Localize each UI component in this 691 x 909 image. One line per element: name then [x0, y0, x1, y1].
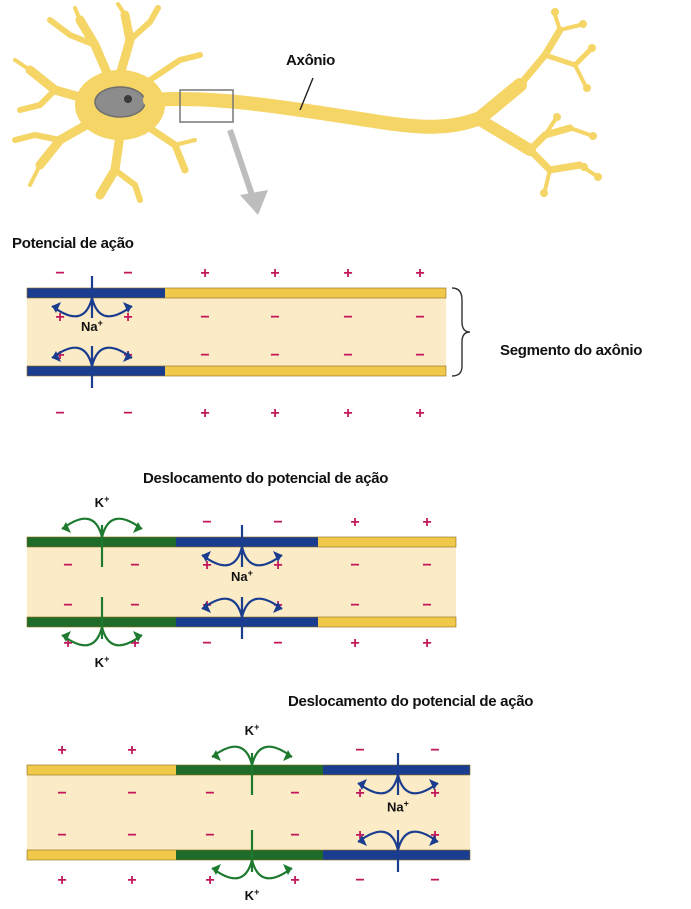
segment-brace [452, 288, 470, 376]
panel3-charge-20: + [290, 872, 299, 889]
panel1-charge-9: − [200, 309, 209, 326]
panel3-charge-12: − [127, 827, 136, 844]
panel2-k-label-top-1: K+ [95, 494, 110, 510]
panel3-charge-14: − [290, 827, 299, 844]
panel3-charge-1: + [57, 742, 66, 759]
panel2-membrane-top-3 [318, 537, 456, 547]
panel1-charge-11: − [343, 309, 352, 326]
panel2-membrane-bottom-2 [176, 617, 318, 627]
panel1-title: Potencial de ação [12, 235, 134, 252]
panel1-charge-5: + [343, 265, 352, 282]
panel2-charge-11: − [63, 597, 72, 614]
panel2-charge-5: − [63, 557, 72, 574]
panel3-charge-6: − [127, 785, 136, 802]
panel3-charge-21: − [355, 872, 364, 889]
panel3-k-label-bottom-1: K+ [245, 887, 260, 903]
panel1-charge-6: + [415, 265, 424, 282]
panel2-charge-16: − [422, 597, 431, 614]
panel2-charge-1: − [202, 514, 211, 531]
panel1-charge-24: + [415, 405, 424, 422]
panel1-charge-23: + [343, 405, 352, 422]
panel1-charge-15: − [200, 347, 209, 364]
panel1-membrane-top-1 [27, 288, 165, 298]
panel1-membrane-bottom-1 [27, 366, 165, 376]
panel1-charge-19: − [55, 405, 64, 422]
panel3-membrane-top-1 [27, 765, 176, 775]
panel2-charge-12: − [130, 597, 139, 614]
panel3-charge-19: + [205, 872, 214, 889]
panel2-charge-19: + [350, 635, 359, 652]
panel3-charge-22: − [430, 872, 439, 889]
panel2-charge-6: − [130, 557, 139, 574]
panel1-charge-21: + [200, 405, 209, 422]
panel2-charge-2: − [273, 514, 282, 531]
panel2-title: Deslocamento do potencial de ação [143, 470, 388, 487]
panel3-membrane-bottom-2 [176, 850, 323, 860]
panel3-charge-17: + [57, 872, 66, 889]
panel1-charge-4: + [270, 265, 279, 282]
panel1-membrane-top-2 [165, 288, 446, 298]
panel1-charge-1: − [55, 265, 64, 282]
panel1-charge-17: − [343, 347, 352, 364]
panel1-charge-3: + [200, 265, 209, 282]
panel3-k-label-top-1: K+ [245, 722, 260, 738]
panel2-charge-17: − [202, 635, 211, 652]
panel1-charge-18: − [415, 347, 424, 364]
panel3-membrane-top-3 [323, 765, 470, 775]
panel3-membrane-bottom-1 [27, 850, 176, 860]
panel2-charge-10: − [422, 557, 431, 574]
panel3-charge-18: + [127, 872, 136, 889]
panel2-charge-9: − [350, 557, 359, 574]
panel3-charge-5: − [57, 785, 66, 802]
panel3-charge-3: − [355, 742, 364, 759]
panel3-charge-2: + [127, 742, 136, 759]
panel2-k-label-bottom-1: K+ [95, 654, 110, 670]
panel2-membrane-top-2 [176, 537, 318, 547]
panel2-charge-4: + [422, 514, 431, 531]
panel2-membrane-bottom-3 [318, 617, 456, 627]
panel3-charge-8: − [290, 785, 299, 802]
panel1-charge-2: − [123, 265, 132, 282]
panel2-charge-15: − [350, 597, 359, 614]
panel1-membrane-bottom-2 [165, 366, 446, 376]
panel2-charge-20: + [422, 635, 431, 652]
panel1-charge-10: − [270, 309, 279, 326]
segment-label: Segmento do axônio [500, 342, 642, 359]
panel1-charge-20: − [123, 405, 132, 422]
panel3-charge-4: − [430, 742, 439, 759]
panel2-charge-18: − [273, 635, 282, 652]
panel1-charge-22: + [270, 405, 279, 422]
panel1-charge-16: − [270, 347, 279, 364]
panel3-title: Deslocamento do potencial de ação [288, 693, 533, 710]
panel3-charge-11: − [57, 827, 66, 844]
panel3-membrane-bottom-3 [323, 850, 470, 860]
panel3-membrane-top-2 [176, 765, 323, 775]
panel3-charge-13: − [205, 827, 214, 844]
panel1-charge-12: − [415, 309, 424, 326]
panel2-charge-3: + [350, 514, 359, 531]
panel3-charge-7: − [205, 785, 214, 802]
